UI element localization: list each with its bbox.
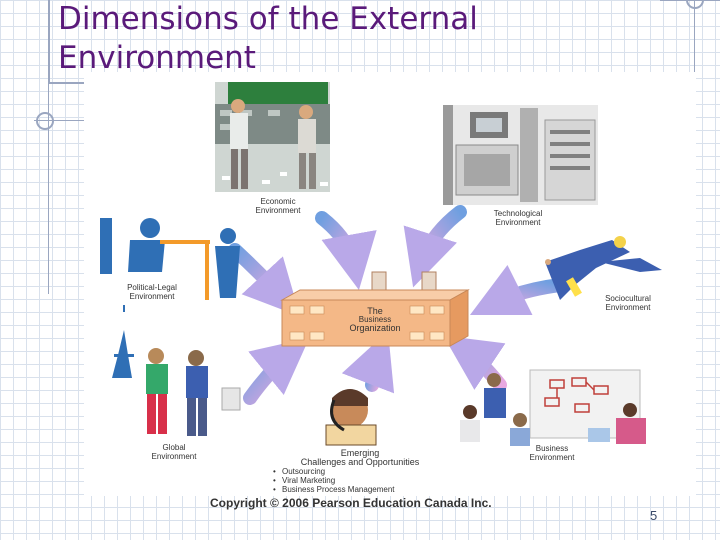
arrow-emerging	[341, 331, 395, 394]
economic-label-line1: Economic	[260, 197, 295, 206]
center-label-line1: The	[367, 306, 383, 316]
economic-label-line2: Environment	[256, 206, 302, 215]
arrow-technological	[403, 205, 467, 288]
global-label-line1: Global	[162, 443, 185, 452]
global-image	[112, 305, 241, 436]
arrow-political	[228, 243, 301, 317]
decor-vertical-line	[48, 84, 49, 294]
political-legal-image	[100, 218, 240, 300]
political-legal-label-line1: Political-Legal	[127, 283, 177, 292]
business-label-line1: Business	[536, 444, 568, 453]
business-image	[460, 369, 646, 446]
emerging-challenges-image	[325, 389, 377, 446]
center-label-line3: Organization	[349, 323, 400, 333]
technological-label-line1: Technological	[494, 209, 543, 218]
emerging-heading-line2: Challenges and Opportunities	[301, 457, 420, 467]
arrow-global	[243, 337, 310, 405]
business-organization-building: The Business Organization	[280, 271, 470, 347]
slide-title: Dimensions of the External Environment	[58, 1, 478, 76]
business-label-line2: Environment	[530, 453, 576, 462]
technological-image	[443, 105, 598, 205]
arrow-economic	[315, 211, 377, 291]
global-label-line2: Environment	[152, 452, 198, 461]
page-number: 5	[650, 508, 658, 523]
sociocultural-label-line1: Sociocultural	[605, 294, 651, 303]
arrow-sociocultural	[469, 264, 567, 316]
sociocultural-label-line2: Environment	[606, 303, 652, 312]
emerging-heading-line1: Emerging	[341, 448, 380, 458]
emerging-bullet-2: Viral Marketing	[282, 476, 335, 485]
emerging-bullet-1: Outsourcing	[282, 467, 325, 476]
title-frame-underline	[48, 82, 84, 84]
title-frame-line	[48, 0, 50, 84]
economic-image	[215, 82, 330, 192]
emerging-bullet-marker-2: •	[273, 476, 276, 485]
political-legal-label-line2: Environment	[130, 292, 176, 301]
emerging-bullet-3: Business Process Management	[282, 485, 395, 494]
decor-horizontal-line	[34, 120, 84, 121]
decor-circle	[36, 112, 54, 130]
emerging-bullet-marker-1: •	[273, 467, 276, 476]
center-label-line2: Business	[359, 315, 391, 324]
emerging-bullet-marker-3: •	[273, 485, 276, 494]
technological-label-line2: Environment	[496, 218, 542, 227]
sociocultural-image	[545, 236, 662, 300]
copyright-notice: Copyright © 2006 Pearson Education Canad…	[210, 496, 492, 510]
